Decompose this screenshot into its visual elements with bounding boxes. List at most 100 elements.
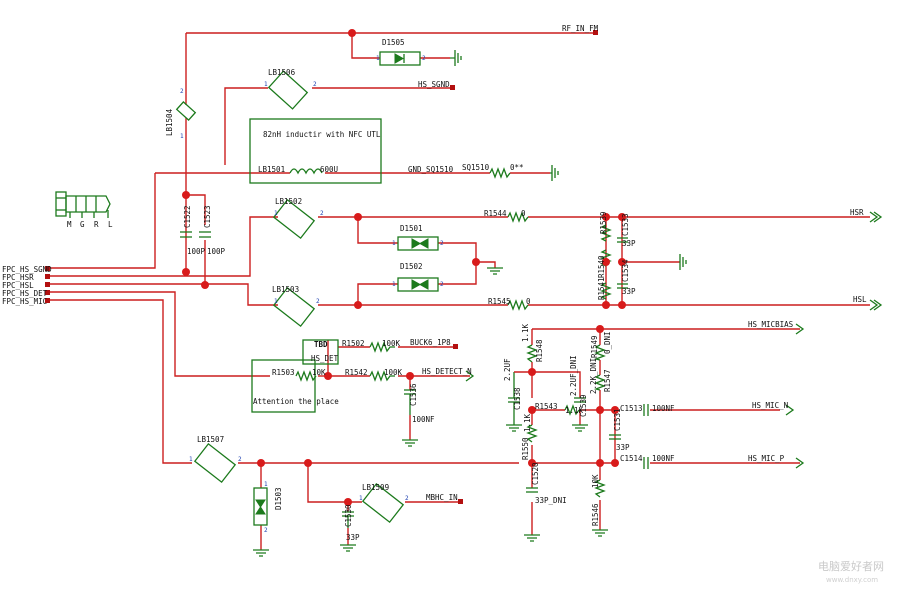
resistor-r1544 — [507, 211, 529, 223]
net-label-buck6: BUCK6_1P8 — [410, 338, 451, 347]
resistor-r1550 — [526, 424, 538, 443]
value-r1549: 0_DNI — [603, 331, 612, 354]
ref-d1503: D1503 — [274, 487, 283, 510]
watermark-url: www.dnxy.com — [826, 576, 878, 584]
resistor-r1540 — [600, 249, 612, 267]
diode-d1505 — [379, 51, 421, 66]
ferrite-lb1506 — [267, 70, 309, 110]
pin-number: 2 — [264, 527, 268, 534]
ref-lb1509: LB1509 — [362, 483, 389, 492]
value-c1531: 33P — [616, 443, 630, 452]
ref-r1502: R1502 — [342, 339, 365, 348]
value-r1544: 0 — [521, 209, 526, 218]
ref-c1520: C1520 — [531, 462, 540, 485]
ferrite-lb1509 — [361, 482, 405, 524]
ref-r1545: R1545 — [488, 297, 511, 306]
ref-r1546: R1546 — [591, 503, 600, 526]
fpc-label-hsl: FPC_HSL — [2, 281, 34, 290]
attention-box — [251, 359, 316, 413]
resistor-r1502 — [369, 341, 395, 353]
ref-c1514: C1514 — [620, 454, 643, 463]
ref-r1503: R1503 — [272, 368, 295, 377]
ref-r1549: R1549 — [590, 335, 599, 358]
ref-c1531: C1531 — [613, 408, 622, 431]
pin-number: 1 — [264, 481, 268, 488]
resistor-r1541 — [600, 282, 612, 300]
pin-number: 2 — [405, 495, 409, 502]
resistor-r1543 — [564, 404, 580, 416]
value-c1533: 33P — [622, 239, 636, 248]
value-r1550: 1.1K — [523, 413, 532, 432]
diode-d1501 — [397, 236, 439, 251]
value-r1502: 100K — [382, 339, 401, 348]
ref-c1522: C1522 — [183, 205, 192, 228]
jack-pin-label: R — [94, 220, 99, 229]
resistor-r1548 — [526, 344, 538, 363]
value-c1520: 33P_DNI — [535, 496, 567, 505]
ref-r1542: R1542 — [345, 368, 368, 377]
value-c1513: 100NF — [652, 404, 675, 413]
ref-r1541: R1541 — [597, 277, 606, 300]
ref-d1505: D1505 — [382, 38, 405, 47]
resistor-r1539 — [600, 224, 612, 242]
ground-icon — [524, 534, 540, 542]
ground-icon — [550, 165, 559, 181]
value-r1546: 10K — [591, 474, 600, 488]
value-c1530: 33P — [346, 533, 360, 542]
ref-sq1510: SQ1510 — [462, 163, 490, 172]
pin-number: 1 — [392, 281, 396, 288]
ground-icon — [402, 439, 418, 447]
pin-number: 2 — [180, 88, 184, 95]
jack-pin-label: M — [67, 220, 72, 229]
ferrite-lb1507 — [193, 442, 237, 484]
attention-note-text: Attention the place — [253, 397, 339, 406]
ref-lb1507: LB1507 — [197, 435, 224, 444]
resistor-sq1510 — [489, 167, 511, 179]
value-lb1501: 600U — [320, 165, 338, 174]
value-r1543: 1.1K — [565, 406, 584, 415]
pin-number: 2 — [440, 240, 444, 247]
net-label-hsr: HSR — [850, 208, 864, 217]
value-c1523: 100P — [207, 247, 226, 256]
ref-r1544: R1544 — [484, 209, 507, 218]
pin-number: 2 — [440, 281, 444, 288]
ref-r1548: R1548 — [535, 339, 544, 362]
ref-d1501: D1501 — [400, 224, 423, 233]
resistor-r1503 — [295, 370, 317, 382]
value-r1545: 0 — [526, 297, 531, 306]
pin-number: 1 — [180, 133, 184, 140]
ferrite-lb1502 — [272, 198, 316, 240]
ref-r1550: R1550 — [521, 437, 530, 460]
ref-tbd: TBD — [314, 340, 328, 349]
net-label-hs-mic-p: HS_MIC_P — [748, 454, 785, 463]
value-c1534: 33P — [622, 287, 636, 296]
ref-r1543: R1543 — [535, 402, 558, 411]
arrow-icon — [795, 457, 805, 469]
fpc-label-hsr: FPC_HSR — [2, 273, 34, 282]
fpc-label-hs-sgnd: FPC_HS_SGND — [2, 265, 52, 274]
arrow-icon — [869, 211, 883, 223]
resistor-r1545 — [507, 299, 529, 311]
pin-number: 2 — [238, 456, 242, 463]
arrow-icon — [785, 404, 795, 416]
value-c1539: 2.2UF_DNI — [569, 355, 578, 396]
terminals — [45, 30, 598, 504]
junction-dots — [182, 29, 626, 506]
ground-icon — [450, 50, 462, 66]
pin-number: 1 — [189, 456, 193, 463]
pin-number: 1 — [376, 55, 380, 62]
ref-c1533: C1533 — [621, 213, 630, 236]
value-sq1510: 0** — [510, 163, 524, 172]
value-r1542: 100K — [384, 368, 403, 377]
inductor-lb1501 — [289, 168, 323, 175]
arrow-icon — [795, 323, 805, 335]
net-arrows — [465, 211, 883, 469]
net-label-hs-det: HS_DET — [311, 354, 339, 363]
ref-r1540: R1540 — [597, 255, 606, 278]
diode-d1502 — [397, 277, 439, 292]
resistor-r1546 — [594, 479, 606, 498]
pin-number: 2 — [320, 210, 324, 217]
resistor-r1547 — [593, 374, 606, 391]
ground-icon — [679, 254, 687, 270]
ref-c1513: C1513 — [620, 404, 643, 413]
